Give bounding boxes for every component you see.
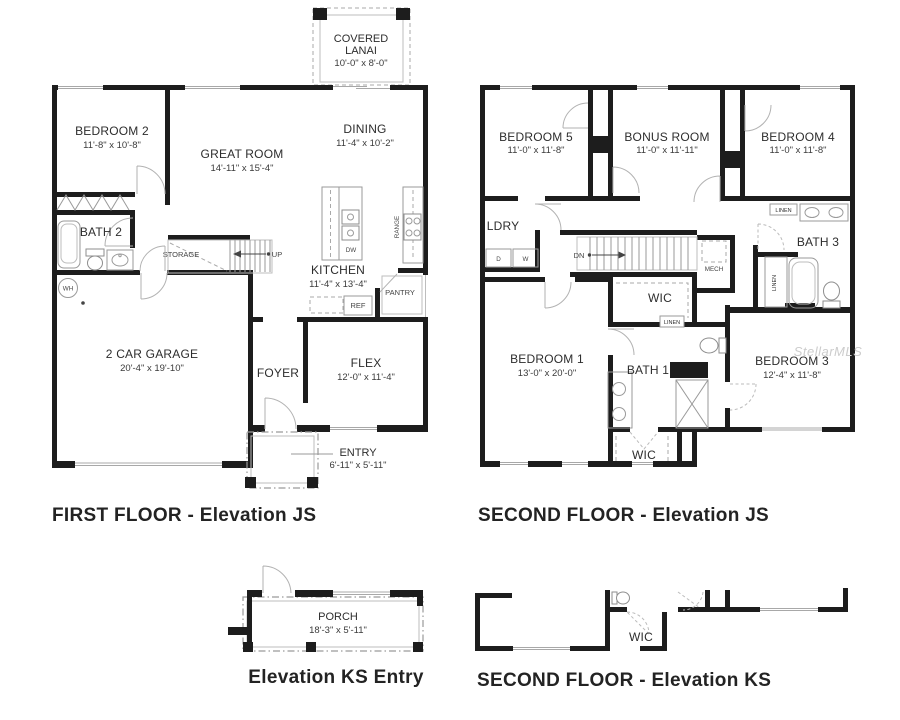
- room-label-bedroom5: BEDROOM 5: [499, 130, 573, 144]
- ks-entry-detail: PORCH 18'-3" x 5'-11" Elevation KS Entry: [228, 565, 424, 688]
- second-floor-interior-walls: [480, 90, 855, 467]
- caption-first-floor: FIRST FLOOR - Elevation JS: [52, 505, 316, 526]
- washer-label: W: [523, 256, 529, 263]
- second-floor-plan: DN D W MECH LINEN: [478, 85, 862, 526]
- room-dims-bedroom3: 12'-4" x 11'-8": [763, 370, 821, 381]
- room-label-entry: ENTRY: [339, 447, 377, 459]
- room-label-kitchen: KITCHEN: [311, 263, 365, 277]
- covered-lanai: COVERED LANAI 10'-0" x 8'-0": [312, 7, 411, 86]
- room-dims-porch: 18'-3" x 5'-11": [309, 625, 367, 636]
- caption-ks-second-floor: SECOND FLOOR - Elevation KS: [477, 670, 771, 691]
- dryer-label: D: [496, 256, 501, 263]
- water-heater: WH: [58, 278, 85, 305]
- room-label-covered-lanai-2: LANAI: [345, 45, 377, 57]
- room-label-great-room: GREAT ROOM: [201, 147, 284, 161]
- second-floor-doors: [534, 102, 785, 411]
- mech-closet: MECH: [701, 240, 727, 273]
- ks-second-floor-detail: WIC SECOND FLOOR - Elevation KS: [475, 588, 848, 691]
- linen-top-label: LINEN: [775, 208, 791, 214]
- room-label-bonus-room: BONUS ROOM: [624, 130, 709, 144]
- room-dims-flex: 12'-0" x 11'-4": [337, 372, 395, 383]
- room-label-foyer: FOYER: [257, 366, 299, 380]
- room-label-wic-bottom: WIC: [632, 448, 656, 462]
- room-label-bedroom2: BEDROOM 2: [75, 124, 149, 138]
- room-dims-great-room: 14'-11" x 15'-4": [210, 163, 273, 174]
- room-label-ldry: LDRY: [487, 219, 520, 233]
- wic-mid-closet: LINEN: [616, 282, 689, 328]
- linen-side-label: LINEN: [772, 275, 778, 291]
- stairs-up-label: UP: [272, 250, 282, 259]
- room-dims-dining: 11'-4" x 10'-2": [336, 138, 394, 149]
- wic-bottom-closet: [615, 431, 682, 461]
- room-dims-garage: 20'-4" x 19'-10": [120, 363, 184, 374]
- room-dims-bonus-room: 11'-0" x 11'-11": [636, 145, 698, 156]
- bath3-fixtures: LINEN LINEN: [764, 203, 849, 309]
- kitchen-fixtures: DW RANGE REF PANTRY: [309, 186, 424, 316]
- first-floor-plan: COVERED LANAI 10'-0" x 8'-0": [52, 7, 428, 526]
- laundry-fixtures: D W: [485, 248, 539, 268]
- room-label-wic-mid: WIC: [648, 291, 672, 305]
- ks-entry-walls: [228, 590, 423, 652]
- pantry-label: PANTRY: [385, 288, 415, 297]
- room-label-porch: PORCH: [318, 611, 358, 623]
- range-label: RANGE: [394, 216, 401, 238]
- water-heater-label: WH: [63, 286, 74, 293]
- refrigerator-label: REF: [351, 301, 366, 310]
- staircase-up: STORAGE UP: [163, 239, 282, 274]
- room-dims-bedroom5: 11'-0" x 11'-8": [507, 145, 564, 156]
- room-label-dining: DINING: [343, 122, 386, 136]
- room-label-bedroom3: BEDROOM 3: [755, 354, 829, 368]
- linen-mid-label: LINEN: [664, 320, 680, 326]
- bath2-fixtures: [57, 220, 134, 271]
- entry-porch: [245, 431, 333, 489]
- storage-label: STORAGE: [163, 250, 200, 259]
- caption-second-floor-js: SECOND FLOOR - Elevation JS: [478, 505, 769, 526]
- bath1-fixtures: [607, 337, 727, 429]
- stairs-down-label: DN: [574, 251, 585, 260]
- room-label-bath3: BATH 3: [797, 235, 839, 249]
- staircase-down: DN: [574, 236, 698, 271]
- room-dims-kitchen: 11'-4" x 13'-4": [309, 279, 367, 290]
- room-dims-entry: 6'-11" x 5'-11": [329, 460, 386, 471]
- first-floor-exterior-walls: [52, 85, 428, 468]
- ks-entry-door: [262, 565, 292, 594]
- room-label-flex: FLEX: [351, 356, 382, 370]
- first-floor-doors: [104, 165, 297, 430]
- room-label-garage: 2 CAR GARAGE: [106, 347, 198, 361]
- room-label-ks-wic: WIC: [629, 630, 653, 644]
- room-dims-covered-lanai: 10'-0" x 8'-0": [334, 58, 387, 69]
- ks-second-fixtures: [611, 591, 704, 635]
- room-dims-bedroom2: 11'-8" x 10'-8": [83, 140, 141, 151]
- room-label-bath2: BATH 2: [80, 225, 122, 239]
- room-label-bath1: BATH 1: [627, 363, 669, 377]
- mech-label: MECH: [705, 266, 724, 273]
- watermark: StellarMLS: [794, 344, 863, 359]
- room-dims-bedroom4: 11'-0" x 11'-8": [769, 145, 826, 156]
- room-dims-bedroom1: 13'-0" x 20'-0": [518, 368, 576, 379]
- room-label-covered-lanai: COVERED: [334, 33, 388, 45]
- caption-ks-entry: Elevation KS Entry: [248, 667, 424, 688]
- dishwasher-label: DW: [346, 247, 357, 254]
- room-label-bedroom1: BEDROOM 1: [510, 352, 584, 366]
- ks-second-walls: [475, 588, 848, 651]
- room-label-bedroom4: BEDROOM 4: [761, 130, 835, 144]
